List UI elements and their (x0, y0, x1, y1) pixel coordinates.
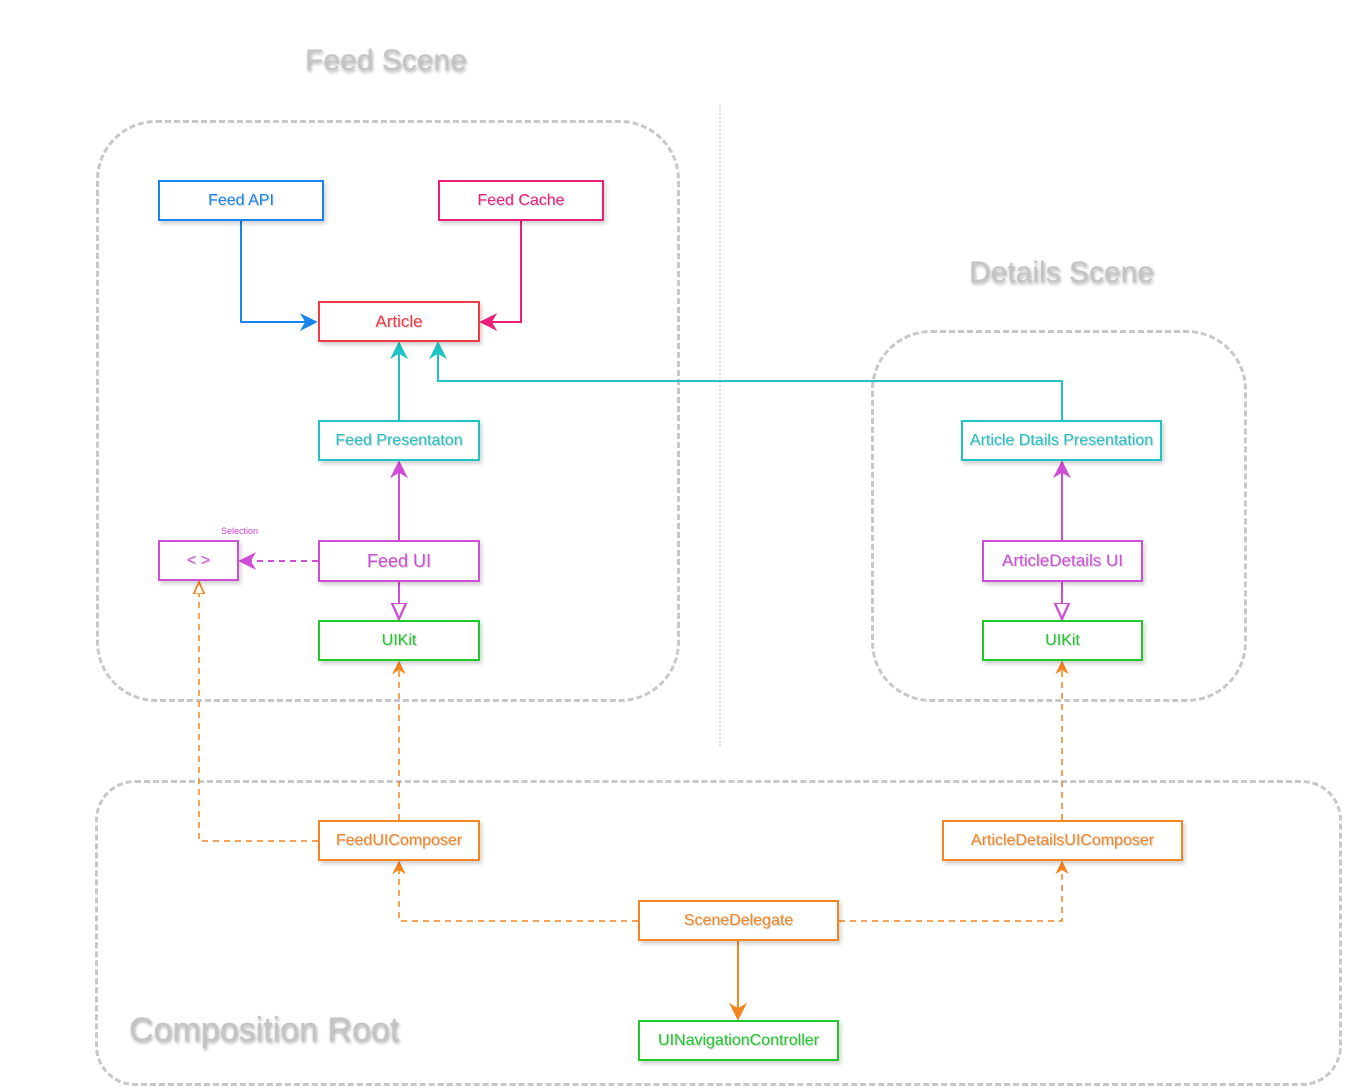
article-label: Article (375, 311, 423, 331)
feed-scene-group (96, 120, 680, 702)
edge-feed-api-to-article (240, 220, 318, 331)
article-details-ui-label: ArticleDetails UI (1002, 551, 1123, 570)
scene-separator (719, 106, 721, 746)
feed-cache-label: Feed Cache (477, 191, 565, 209)
article-details-ui-composer-node[interactable]: ArticleDetailsUIComposer (942, 820, 1183, 861)
scene-delegate-node[interactable]: SceneDelegate (638, 900, 839, 941)
details-uikit-label: UIKit (1045, 631, 1080, 649)
feed-ui-composer-node[interactable]: FeedUIComposer (318, 820, 480, 861)
scene-delegate-label: SceneDelegate (683, 911, 794, 929)
edge-details-presentation-to-article (429, 341, 1063, 420)
ui-navigation-controller-label: UINavigationController (658, 1031, 819, 1049)
feed-presentation-label: Feed Presentaton (335, 431, 463, 449)
feed-cache-node[interactable]: Feed Cache (438, 180, 604, 221)
feed-uikit-label: UIKit (381, 631, 417, 649)
feed-ui-composer-label: FeedUIComposer (335, 831, 463, 849)
article-details-presentation-label: Article Dtails Presentation (969, 431, 1154, 449)
feed-uikit-node[interactable]: UIKit (318, 620, 480, 661)
feed-api-label: Feed API (208, 191, 274, 209)
selection-symbol: < > (186, 551, 211, 569)
edge-feed-cache-to-article (479, 220, 522, 331)
feed-presentation-node[interactable]: Feed Presentaton (318, 420, 480, 461)
details-uikit-node[interactable]: UIKit (982, 620, 1143, 661)
article-node[interactable]: Article (318, 301, 480, 342)
composition-root-group (95, 780, 1342, 1086)
article-details-ui-node[interactable]: ArticleDetails UI (982, 540, 1143, 582)
composition-root-title: Composition Root (129, 1011, 400, 1049)
article-details-presentation-node[interactable]: Article Dtails Presentation (961, 420, 1162, 461)
feed-ui-label: Feed UI (366, 550, 432, 571)
selection-node[interactable]: < > (158, 540, 239, 581)
details-scene-group (871, 330, 1247, 702)
feed-api-node[interactable]: Feed API (158, 180, 324, 221)
ui-navigation-controller-node[interactable]: UINavigationController (638, 1020, 839, 1061)
edge-scene-delegate-to-details-composer (839, 860, 1069, 922)
feed-scene-title: Feed Scene (305, 44, 467, 77)
feed-ui-node[interactable]: Feed UI (318, 540, 480, 582)
edge-scene-delegate-to-feed-composer (392, 860, 638, 922)
details-scene-title: Details Scene (969, 256, 1155, 289)
article-details-ui-composer-label: ArticleDetailsUIComposer (970, 831, 1155, 849)
edge-feed-composer-to-selection (199, 582, 318, 842)
selection-caption: Selection (221, 526, 259, 536)
